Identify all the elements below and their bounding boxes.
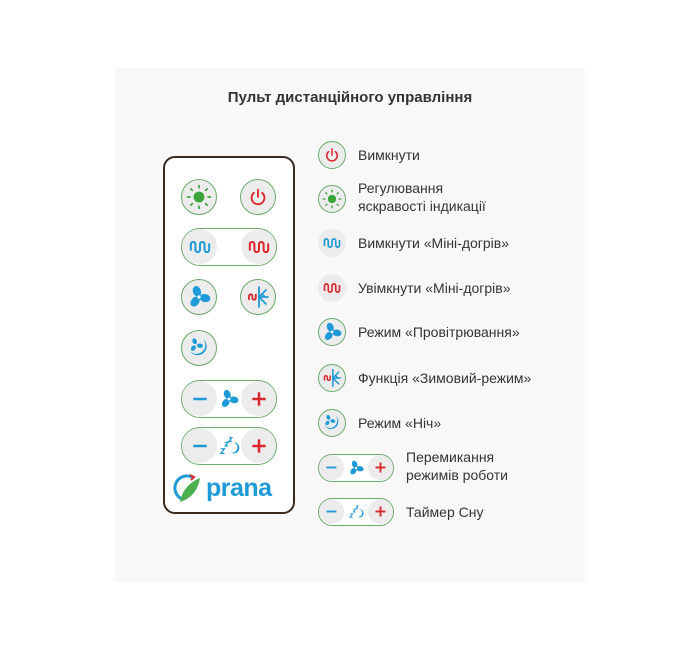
fan-icon (187, 285, 211, 309)
brightness-icon (186, 184, 212, 210)
brightness-button[interactable] (181, 179, 217, 215)
legend-label: Вимкнути (358, 147, 420, 163)
legend-item-heater-on: Увімкнути «Міні-догрів» (318, 274, 511, 302)
heater-toggle (181, 228, 277, 266)
plus-icon (249, 389, 269, 409)
logo-icon (173, 474, 200, 502)
legend-item-power: Вимкнути (318, 141, 420, 169)
legend-label: яскравості індикації (358, 198, 486, 214)
fan-icon (322, 322, 342, 342)
fan-icon (219, 389, 239, 409)
night-icon (322, 413, 342, 433)
minus-icon (190, 436, 210, 456)
legend-item-winter: Функція «Зимовий-режим» (318, 364, 531, 392)
legend-label: Перемикання (406, 449, 495, 465)
ventilation-button[interactable] (181, 279, 217, 315)
sleep-minus-button[interactable] (182, 428, 217, 463)
legend-item-heater-off: Вимкнути «Міні-догрів» (318, 229, 509, 257)
logo-text: prana (206, 473, 272, 502)
legend-label: Вимкнути «Міні-догрів» (358, 235, 510, 251)
winter-mode-icon (322, 368, 342, 388)
legend-item-night: Режим «Ніч» (318, 409, 441, 437)
power-icon (247, 186, 269, 208)
power-button[interactable] (240, 179, 276, 215)
prana-logo: prana (172, 472, 272, 504)
minus-icon (324, 504, 339, 519)
legend-label: Режим «Ніч» (358, 415, 442, 431)
heater-on-icon (323, 279, 341, 297)
sleep-icon (348, 504, 364, 520)
mode-switch-icon (318, 454, 394, 482)
sleep-timer-icon (318, 498, 394, 526)
legend-item-sleep-timer: Таймер Сну (318, 498, 483, 526)
legend-item-ventilation: Режим «Провітрювання» (318, 318, 520, 346)
heater-off-button[interactable] (182, 229, 217, 264)
mode-plus-button[interactable] (241, 381, 276, 416)
heater-off-icon (189, 236, 211, 258)
mode-minus-button[interactable] (182, 381, 217, 416)
plus-icon (249, 436, 269, 456)
legend-label: Функція «Зимовий-режим» (358, 370, 532, 386)
power-icon (323, 146, 341, 164)
mode-switch-control (181, 380, 277, 418)
winter-mode-button[interactable] (240, 279, 276, 315)
legend-item-mode-switch: Перемикання режимів роботи (318, 449, 508, 484)
sleep-timer-control (181, 427, 277, 465)
sleep-plus-button[interactable] (241, 428, 276, 463)
page-title: Пульт дистанційного управління (227, 89, 473, 106)
legend-label: Режим «Провітрювання» (358, 324, 520, 340)
legend-label: Увімкнути «Міні-догрів» (358, 280, 511, 296)
brightness-icon (322, 189, 342, 209)
plus-icon (373, 460, 388, 475)
legend-label: режимів роботи (406, 467, 508, 483)
heater-on-icon (248, 236, 270, 258)
legend-label: Таймер Сну (406, 504, 484, 520)
winter-mode-icon (246, 285, 270, 309)
night-button[interactable] (181, 330, 217, 366)
night-icon (187, 336, 211, 360)
plus-icon (373, 504, 388, 519)
legend-item-brightness: Регулювання яскравості індикації (318, 180, 486, 215)
minus-icon (324, 460, 339, 475)
heater-on-button[interactable] (241, 229, 276, 264)
minus-icon (190, 389, 210, 409)
fan-icon (348, 460, 364, 476)
legend-label: Регулювання (358, 180, 444, 196)
heater-off-icon (323, 234, 341, 252)
sleep-icon (218, 435, 240, 457)
